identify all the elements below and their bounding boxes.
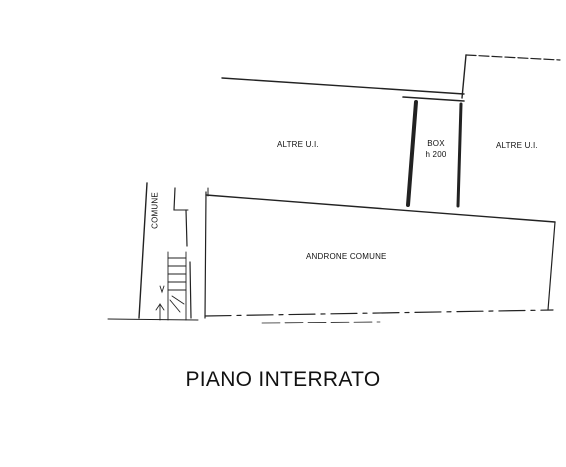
- room-label-comune: COMUNE: [150, 192, 160, 229]
- right-raised-top: [465, 54, 561, 61]
- stair-right-wall: [189, 261, 192, 319]
- corridor-right-wall-upper: [173, 187, 176, 211]
- corridor-right-wall-mid: [185, 209, 188, 247]
- box-top-wall: [402, 96, 465, 102]
- box-right-wall: [456, 102, 463, 208]
- androne-left-wall: [204, 191, 207, 319]
- room-label-altre-ui-right: ALTRE U.I.: [496, 141, 538, 150]
- middle-divider-wall: [205, 194, 556, 223]
- corridor-left-wall: [138, 182, 148, 319]
- upper-top-wall: [221, 77, 465, 95]
- right-raised-wall: [461, 54, 467, 99]
- room-label-androne-comune: ANDRONE COMUNE: [306, 252, 387, 261]
- bottom-wall-inner: [261, 321, 381, 324]
- bottom-wall: [204, 309, 554, 317]
- room-label-altre-ui-left: ALTRE U.I.: [277, 140, 319, 149]
- box-left-wall: [406, 100, 418, 207]
- corridor-bottom-line: [107, 318, 199, 321]
- right-outer-wall: [547, 221, 556, 311]
- box-name: BOX: [427, 139, 445, 148]
- plan-title: PIANO INTERRATO: [185, 368, 381, 391]
- box-height: h 200: [425, 150, 447, 159]
- staircase-symbol: [155, 251, 187, 321]
- room-label-box: BOX h 200: [421, 138, 451, 160]
